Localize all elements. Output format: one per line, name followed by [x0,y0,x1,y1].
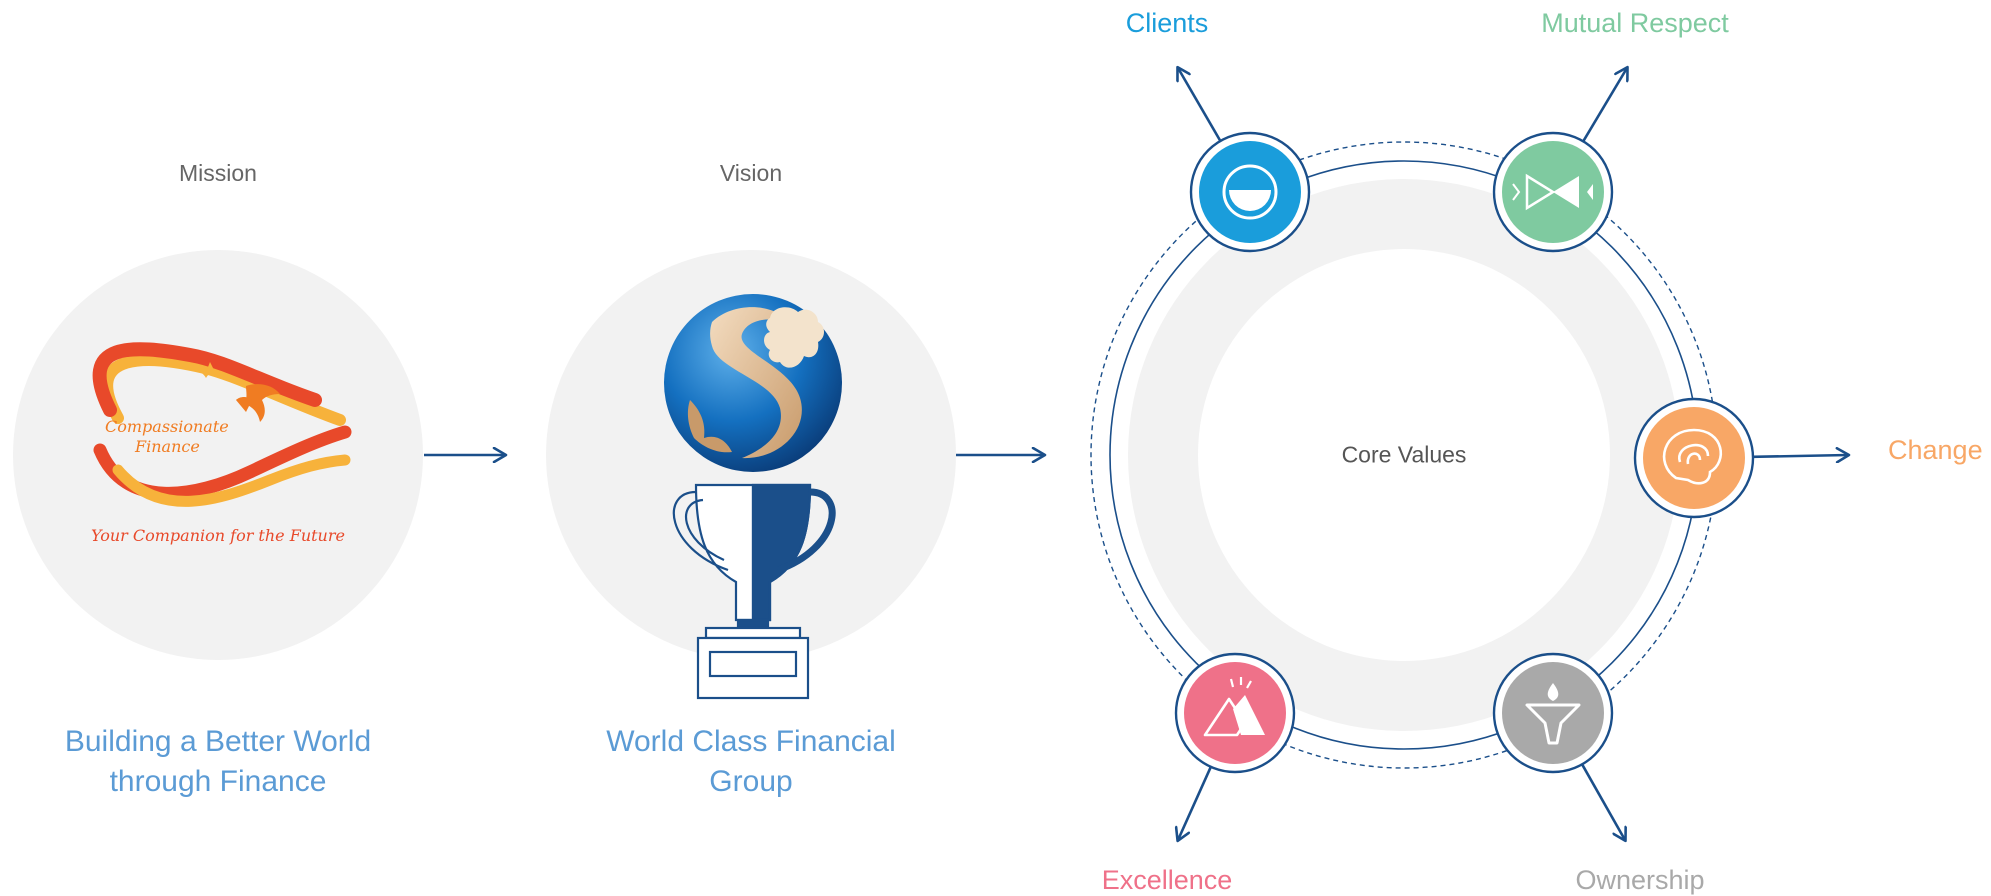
value-label-clients: Clients [1125,8,1209,38]
bowtie-icon [1512,173,1593,211]
value-arrow-clients [1178,68,1222,142]
vision-label: Vision [719,160,783,186]
value-label-change: Change [1888,435,1983,465]
compassionate-finance-logo [92,342,352,507]
mission-statement: Building a Better World through Finance [65,722,371,802]
value-node-fill [1502,662,1604,764]
value-label-mutual-respect: Mutual Respect [1541,8,1729,38]
value-node-fill [1643,407,1745,509]
value-node-change [1633,397,1848,519]
logo-tagline: Your Companion for the Future [91,526,345,545]
shinhan-globe-logo [664,294,842,472]
vision-statement-line2: Group [709,765,793,798]
smile-icon [1222,164,1278,220]
value-node-excellence [1174,652,1296,840]
value-arrow-mutual-respect [1582,68,1627,143]
person-icon [1525,683,1581,745]
mission-statement-line1: Building a Better World [64,725,372,758]
mountain-icon [1203,677,1265,737]
value-arrow-change [1752,455,1848,457]
logo-title-line2: Finance [135,437,200,456]
vision-statement-line1: World Class Financial [606,725,896,758]
value-node-ownership [1492,652,1625,840]
mission-disc [13,250,423,660]
vision-statement: World Class Financial Group [606,722,896,802]
brain-icon [1662,428,1723,485]
small-bird-icon [198,362,216,378]
value-arrow-ownership [1580,763,1625,840]
bird-icon [236,384,280,422]
logo-title-line1: Compassionate [105,417,229,436]
value-label-ownership: Ownership [1575,865,1705,895]
value-label-excellence: Excellence [1101,865,1233,895]
trophy-icon [672,483,836,700]
mission-label: Mission [179,160,257,186]
value-arrow-excellence [1178,766,1213,840]
core-values-ring [1090,141,1718,769]
core-values-label: Core Values [1341,441,1467,468]
mission-statement-line2: through Finance [109,765,327,798]
value-node-clients [1178,68,1311,253]
value-node-mutual-respect [1492,68,1627,253]
